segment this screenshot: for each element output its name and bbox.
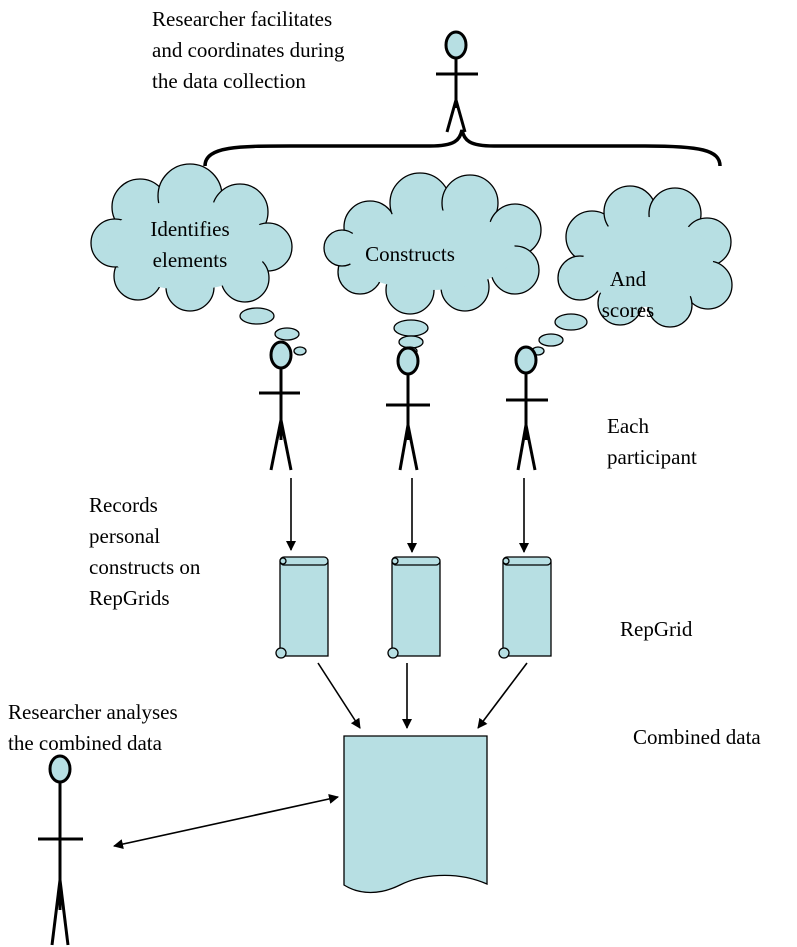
researcher-facilitates-label: Researcher facilitates and coordinates d… <box>152 7 345 93</box>
combined-data-label: Combined data <box>633 725 761 749</box>
thought-bubbles-3 <box>531 313 588 356</box>
thought-cloud-constructs <box>323 172 542 315</box>
participant-figure-2 <box>386 346 430 471</box>
thought-cloud-identifies-elements <box>90 163 293 312</box>
grouping-brace <box>203 129 722 167</box>
arrow-researcher-combined-bidirectional <box>113 794 339 849</box>
thought-bubbles-1 <box>239 307 307 356</box>
cloud-label-identifies-elements: Identifies elements <box>150 217 230 272</box>
each-participant-label: Each participant <box>607 414 697 469</box>
arrow-repgrid-3-to-combined <box>477 662 528 729</box>
researcher-facilitator-figure <box>436 30 478 133</box>
researcher-analyses-label: Researcher analyses the combined data <box>8 700 178 755</box>
records-label: Records personal constructs on RepGrids <box>89 493 201 610</box>
repgrid-scroll-2 <box>387 556 441 659</box>
thought-cloud-and-scores <box>557 185 733 328</box>
participant-figure-1 <box>259 340 300 471</box>
researcher-analyst-figure <box>38 754 83 946</box>
combined-data-document <box>343 735 488 894</box>
repgrid-label: RepGrid <box>620 617 693 641</box>
arrow-repgrid-1-to-combined <box>317 662 361 729</box>
repgrid-scroll-1 <box>275 556 329 659</box>
repgrid-scroll-3 <box>498 556 552 659</box>
cloud-label-and-scores: And scores <box>601 267 655 322</box>
participant-figure-3 <box>506 345 548 471</box>
cloud-label-constructs: Constructs <box>365 242 455 266</box>
